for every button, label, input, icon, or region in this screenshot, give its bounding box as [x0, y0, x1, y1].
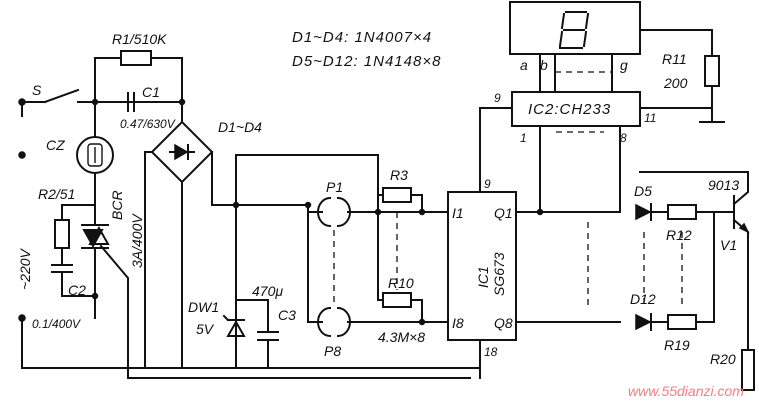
display-digit-segments [558, 11, 590, 49]
ic2-display-section [479, 1, 725, 213]
label-ic2-pin11: 11 [644, 111, 656, 125]
label-cz: CZ [46, 137, 65, 153]
r20-resistor [741, 349, 755, 391]
label-r-bank: 4.3M×8 [378, 329, 425, 345]
triac-bcr [81, 204, 129, 379]
bridge-rectifier [144, 101, 237, 369]
label-r11-value: 200 [663, 75, 688, 91]
ic1-chip [447, 159, 621, 379]
note-d5-d12: D5~D12: 1N4148×8 [292, 53, 441, 70]
watermark: www.55dianzi.com [628, 383, 744, 399]
label-c1: C1 [142, 84, 160, 100]
label-d5: D5 [634, 183, 652, 199]
label-r2: R2/51 [38, 186, 75, 202]
label-c2: C2 [68, 282, 86, 298]
label-ic2-pin8: 8 [620, 131, 627, 145]
label-switch: S [32, 82, 42, 98]
label-transistor: 9013 [708, 177, 739, 193]
label-c3-value: 470μ [252, 283, 283, 299]
seven-segment-display [509, 1, 641, 55]
label-r20: R20 [710, 351, 736, 367]
touch-inputs [304, 154, 449, 338]
label-ic2-pin1: 1 [520, 131, 527, 145]
label-r10: R10 [388, 275, 414, 291]
r11-resistor [704, 55, 720, 87]
supply-rail [181, 154, 481, 369]
label-bcr: BCR [109, 190, 125, 220]
label-ic2: IC2:CH233 [528, 101, 611, 118]
label-r3: R3 [390, 167, 408, 183]
label-seg-a: a [520, 57, 528, 73]
label-dw1: DW1 [188, 299, 219, 315]
label-c2-value: 0.1/400V [32, 317, 81, 331]
label-r12: R12 [666, 227, 692, 243]
label-mains-voltage: ~220V [17, 247, 33, 290]
label-ic1-part: SG673 [491, 252, 507, 296]
label-r1: R1/510K [112, 31, 167, 47]
r19-resistor [667, 314, 697, 330]
label-ic1-i8: I8 [452, 315, 464, 331]
label-ic1-pin9: 9 [484, 177, 491, 191]
label-ic1-pin18: 18 [484, 345, 498, 359]
label-d12: D12 [630, 291, 656, 307]
note-d1-d4: D1~D4: 1N4007×4 [292, 29, 432, 46]
r3-resistor [382, 187, 412, 203]
ic2-chip [511, 91, 641, 127]
label-r11: R11 [662, 51, 687, 67]
output-section [635, 171, 755, 391]
label-ic2-pin9: 9 [494, 91, 501, 105]
r1-resistor [120, 50, 152, 66]
label-r19: R19 [664, 337, 690, 353]
label-bcr-value: 3A/400V [129, 213, 145, 268]
label-p8: P8 [324, 343, 341, 359]
cz-socket [76, 136, 114, 174]
transistor-9013 [639, 171, 750, 356]
label-bridge: D1~D4 [218, 119, 262, 135]
label-seg-b: b [540, 57, 548, 73]
r10-resistor [382, 292, 412, 308]
label-ic1-q8: Q8 [494, 315, 513, 331]
label-ic1-q1: Q1 [494, 205, 513, 221]
mains-section [18, 50, 471, 379]
label-c1-value: 0.47/630V [120, 117, 176, 131]
label-ic1: IC1 [475, 266, 491, 288]
labels: D1~D4: 1N4007×4 D5~D12: 1N4148×8 S ~220V… [17, 29, 744, 399]
label-v1: V1 [720, 237, 737, 253]
label-p1: P1 [326, 179, 343, 195]
label-c3: C3 [278, 307, 296, 323]
label-dw1-value: 5V [196, 321, 215, 337]
label-ic1-i1: I1 [452, 205, 464, 221]
label-seg-g: g [620, 57, 628, 73]
r12-resistor [667, 204, 697, 220]
r2-resistor [54, 219, 70, 249]
